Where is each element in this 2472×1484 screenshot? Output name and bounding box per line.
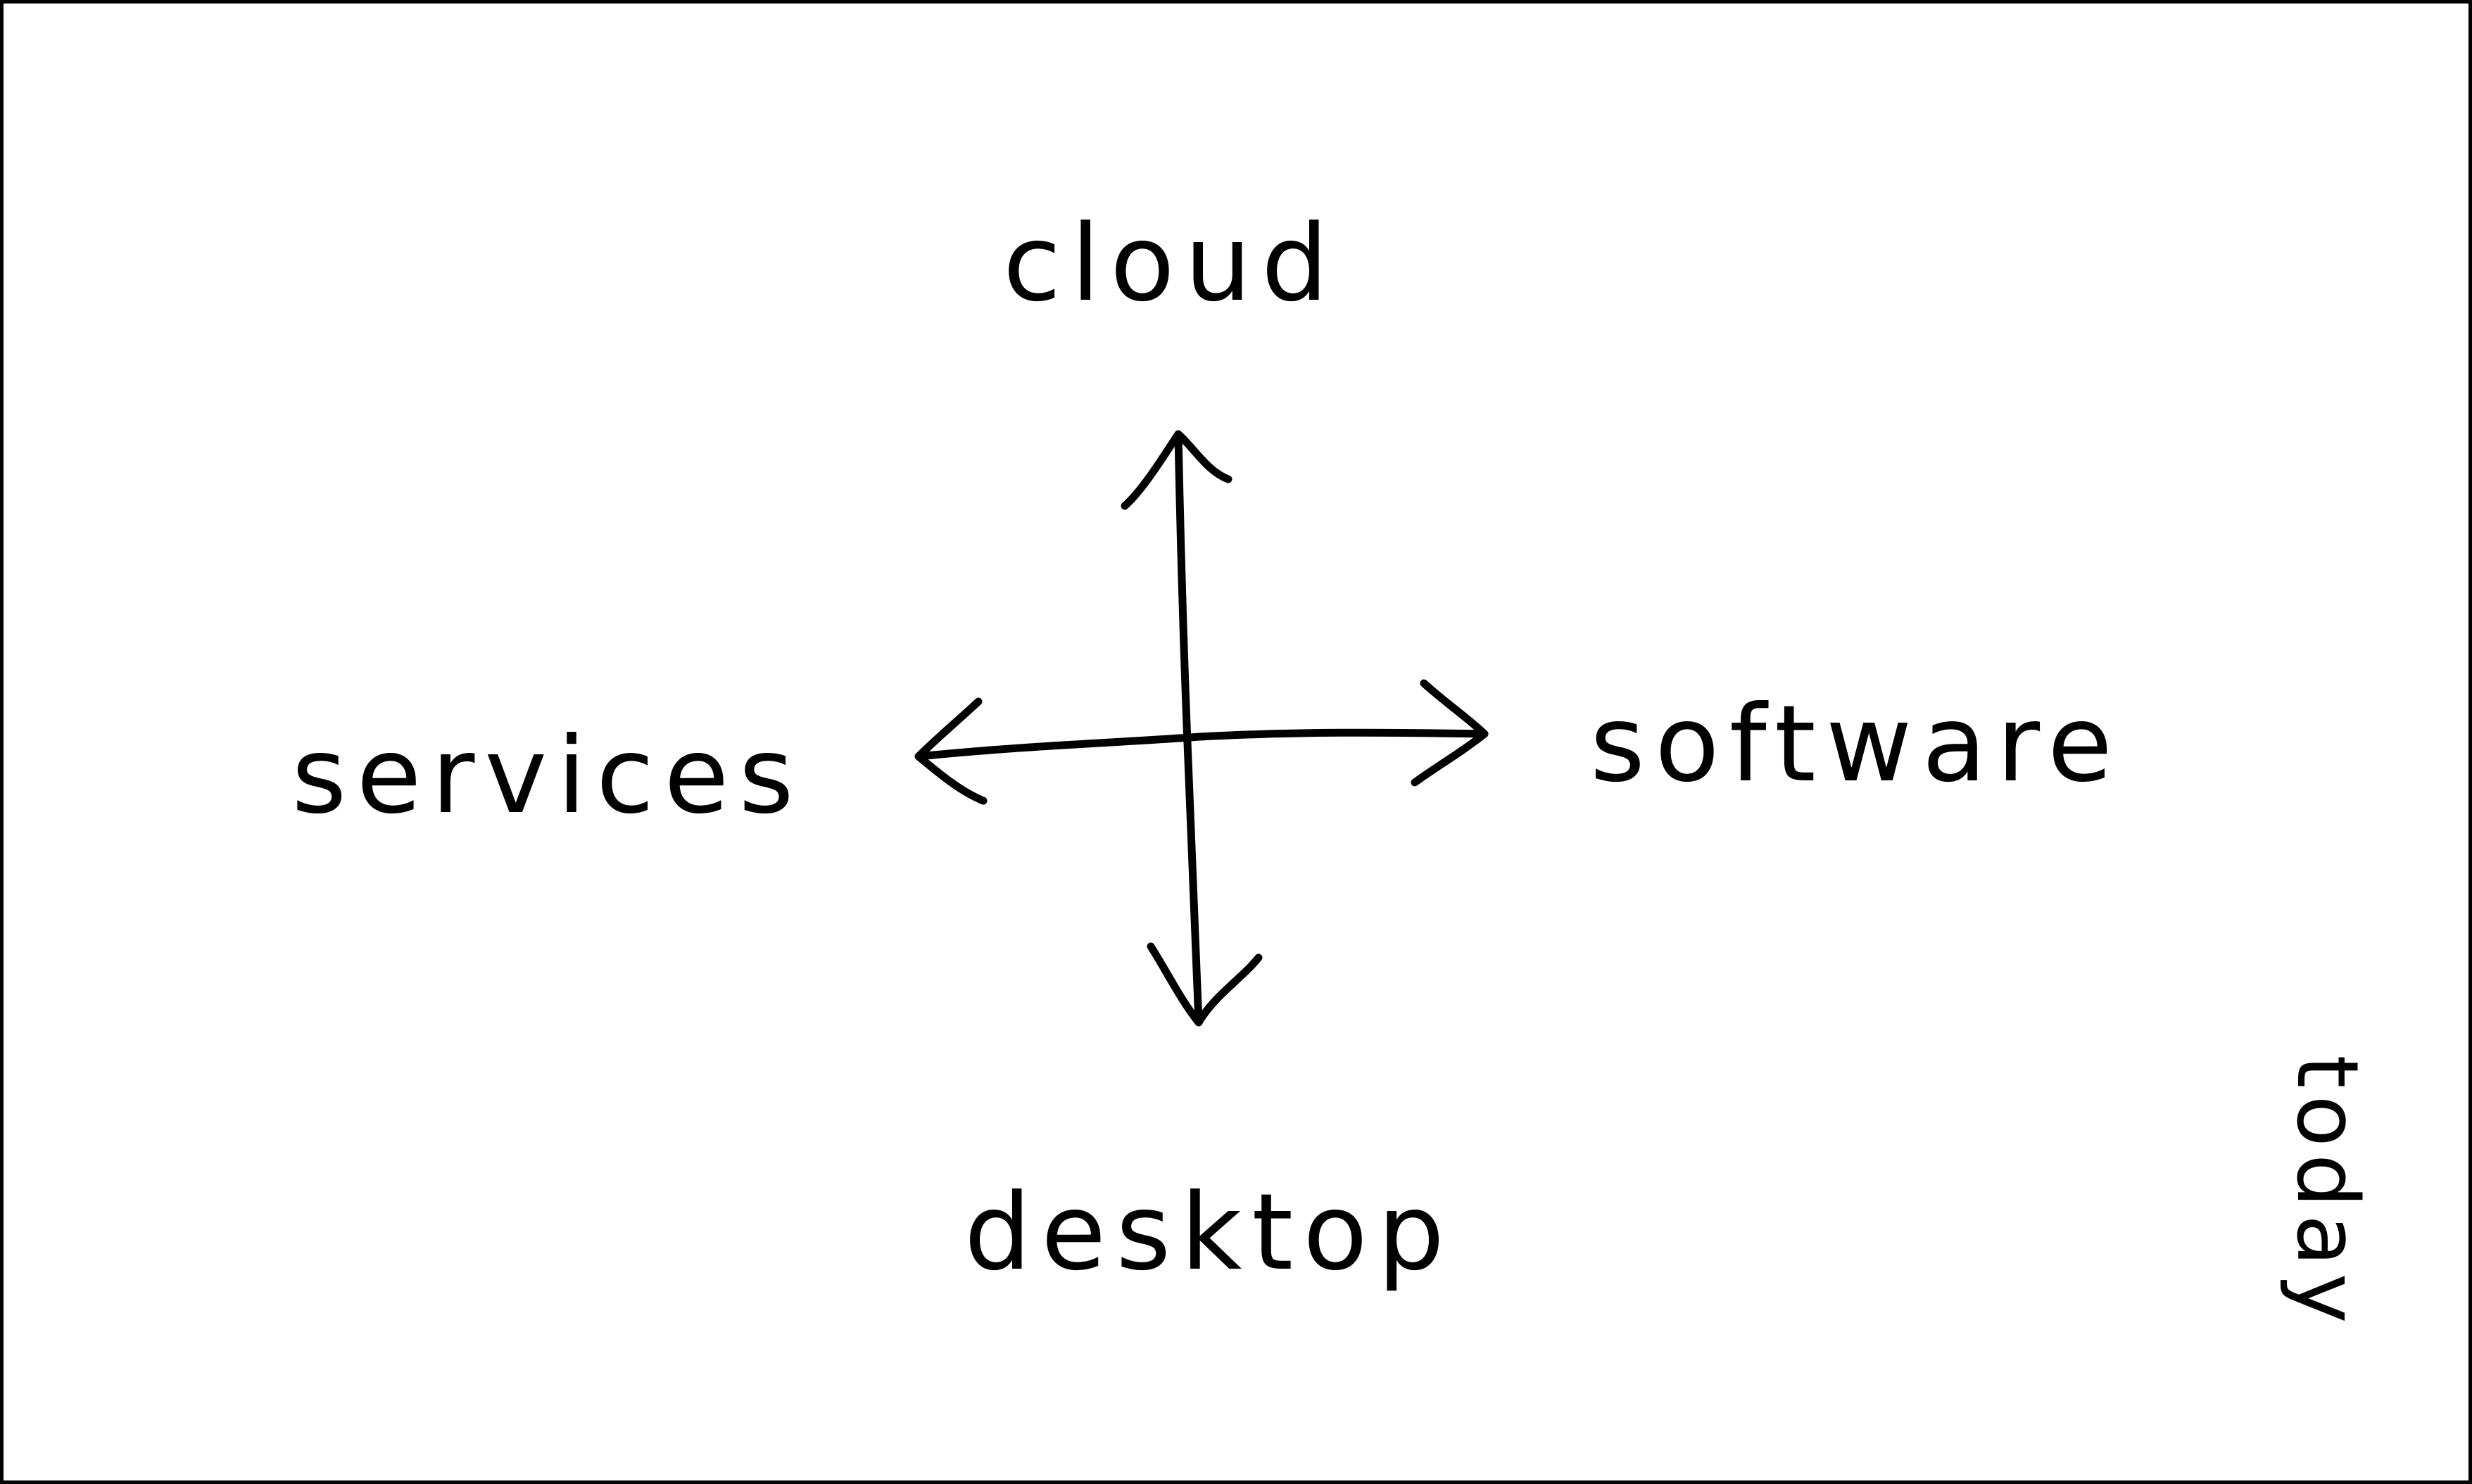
vertical-axis [1174,430,1203,1027]
label-cloud: cloud [1002,203,1339,325]
corner-note: today [2278,1055,2376,1331]
label-software: software [1589,683,2123,806]
arrowhead-down [1147,942,1263,1027]
label-services: services [291,715,804,837]
horizontal-axis [914,728,1489,761]
arrowhead-left [914,697,988,805]
arrowhead-right [1411,679,1489,787]
quadrant-axes [914,430,1489,1027]
arrowhead-up [1121,430,1232,510]
label-desktop: desktop [964,1172,1455,1294]
